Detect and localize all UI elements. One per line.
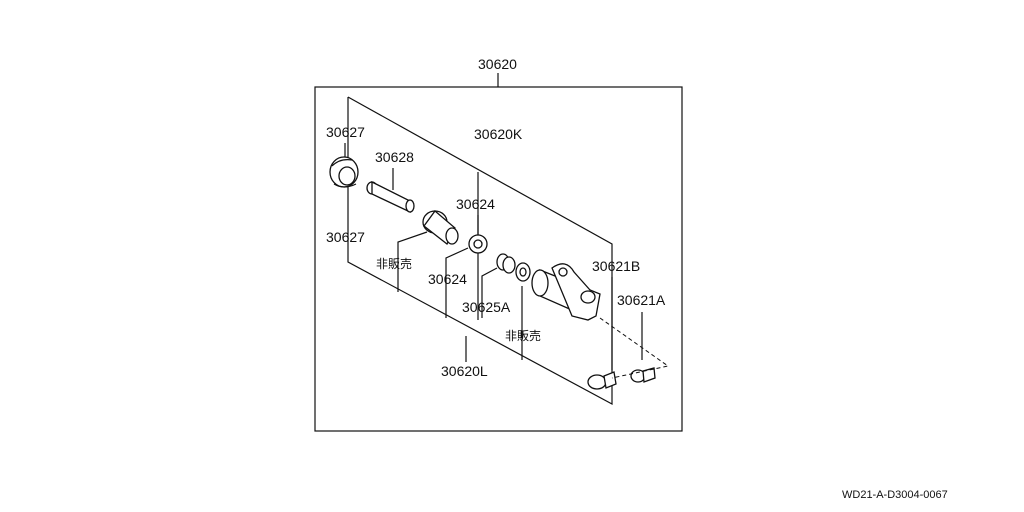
label-kit-lower: 30620L	[441, 363, 488, 379]
label-piston-lower: 30624	[428, 271, 467, 287]
piston-lower-leader	[445, 247, 469, 318]
label-pushrod: 30628	[375, 149, 414, 165]
label-kit: 30620K	[474, 126, 523, 142]
spring-leader	[481, 267, 498, 318]
label-boot-top: 30627	[326, 124, 365, 140]
cylinder-body-part	[531, 263, 601, 321]
label-bleeder-cap: 30621A	[617, 292, 666, 308]
label-boot-lower: 30627	[326, 229, 365, 245]
boot-lower-leader	[397, 231, 428, 292]
label-spring: 30625A	[462, 299, 511, 315]
bleeder-cap-part	[630, 367, 656, 383]
kit-outline	[347, 96, 613, 406]
bleeder-screw-part	[587, 371, 617, 390]
piston-part	[422, 210, 459, 246]
label-piston-upper: 30624	[456, 196, 495, 212]
label-not-for-sale-right: 非販売	[505, 328, 541, 343]
label-bleeder-body: 30621B	[592, 258, 640, 274]
label-assembly: 30620	[478, 56, 517, 72]
seal-ring-part	[515, 262, 531, 282]
label-not-for-sale-left: 非販売	[376, 256, 412, 271]
cup-seal-part	[468, 234, 488, 254]
pushrod-part	[366, 180, 415, 214]
assembly-guide-dashed	[599, 317, 670, 379]
boot-part	[329, 156, 359, 188]
diagram-code: WD21-A-D3004-0067	[842, 489, 948, 501]
spring-part	[496, 253, 516, 274]
